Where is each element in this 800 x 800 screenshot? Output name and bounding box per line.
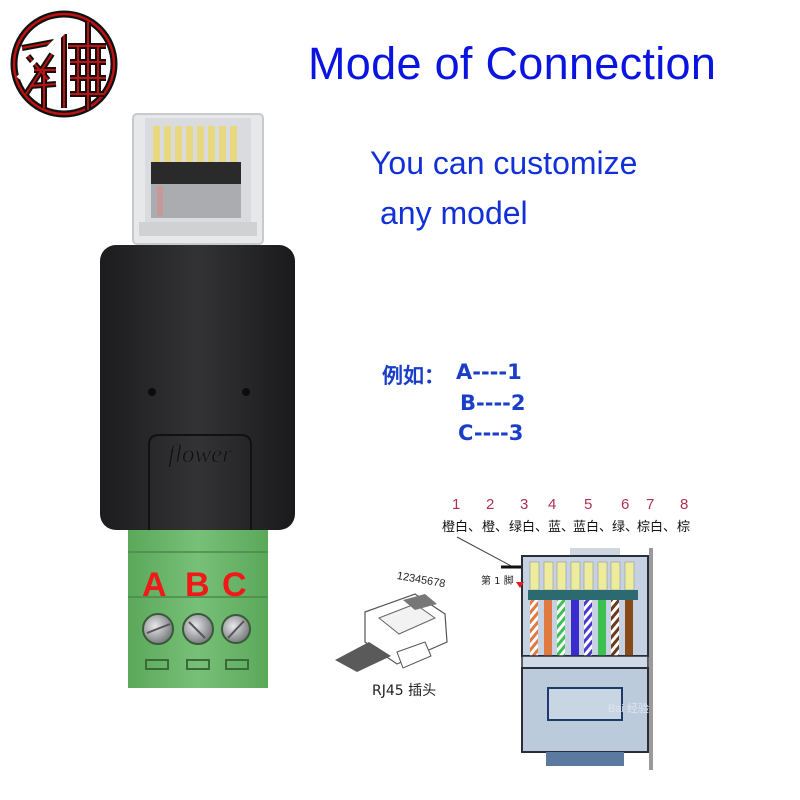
pin-number-1: 1 [452, 496, 461, 513]
pin-number-8: 8 [680, 496, 689, 513]
mapping-b: B----2 [460, 391, 526, 415]
t568b-wiring-diagram [516, 548, 653, 770]
pin-number-4: 4 [548, 496, 557, 513]
pin-color-1: 橙白、 [442, 520, 482, 535]
pin-color-8: 棕 [677, 520, 691, 535]
pin-number-5: 5 [584, 496, 593, 513]
brand-logo-text: flower [168, 441, 232, 468]
pin-color-7: 棕白、 [637, 520, 677, 535]
pin-number-3: 3 [520, 496, 529, 513]
pin1-label: 第 1 脚 [481, 576, 514, 587]
subtitle-line-2: any model [380, 195, 528, 231]
mapping-c: C----3 [458, 421, 524, 445]
watermark: Bai 经验 [608, 703, 649, 715]
rj45-plug-drawing [335, 593, 448, 672]
pin-color-4: 蓝、 [548, 520, 575, 535]
rj45-caption: RJ45 插头 [372, 683, 437, 699]
seal-logo-icon [10, 10, 118, 118]
rj45-terminal-adapter-image: flower [100, 113, 295, 688]
mapping-a: A----1 [456, 360, 522, 384]
pin-number-6: 6 [621, 496, 630, 513]
pin-number-7: 7 [646, 496, 655, 513]
subtitle-line-1: You can customize [370, 145, 638, 181]
terminal-label-b: B [185, 566, 210, 604]
page-title: Mode of Connection [308, 38, 717, 89]
pin-color-2: 橙、 [482, 520, 509, 535]
pin-number-2: 2 [486, 496, 495, 513]
terminal-label-a: A [142, 566, 167, 604]
pin-color-6: 绿、 [612, 520, 639, 535]
terminal-label-c: C [222, 566, 247, 604]
example-prefix: 例如： [382, 364, 445, 388]
pin-color-5: 蓝白、 [573, 520, 613, 535]
pin1-pointer-arrow-icon [456, 536, 521, 569]
pin-color-3: 绿白、 [509, 520, 549, 535]
